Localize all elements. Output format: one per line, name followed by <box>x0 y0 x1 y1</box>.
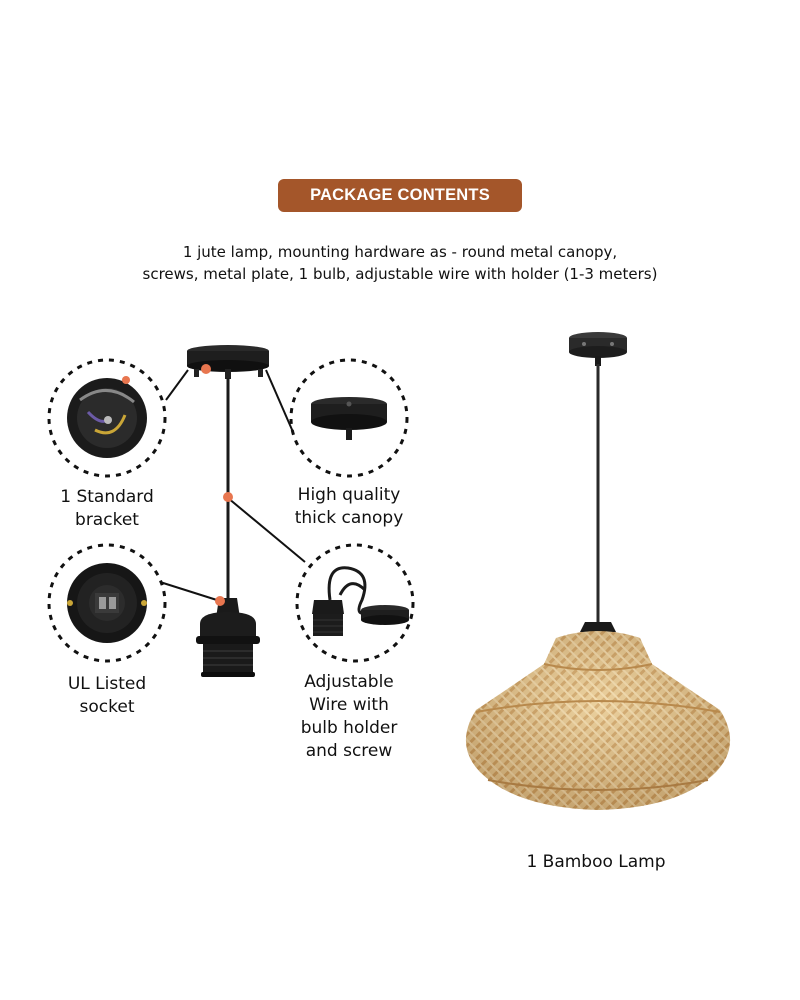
socket-label-line-2: socket <box>79 697 135 717</box>
canopy-icon <box>311 397 387 440</box>
bracket-label-line-2: bracket <box>75 510 139 530</box>
connector-wire <box>227 497 306 563</box>
pendant-kit-icon <box>187 345 269 677</box>
connector-bracket <box>165 369 189 401</box>
bracket-label: 1 Standard bracket <box>37 486 177 532</box>
wire-circle <box>295 543 415 663</box>
bamboo-lamp-image <box>465 332 731 810</box>
canopy-label-line-1: High quality <box>297 485 401 505</box>
connector-dots <box>201 364 233 606</box>
wire-label-line-1: Adjustable <box>304 672 394 692</box>
bracket-circle <box>47 358 167 478</box>
connector-dot <box>223 492 233 502</box>
wire-label: Adjustable Wire with bulb holder and scr… <box>279 671 419 763</box>
description-line-1: 1 jute lamp, mounting hardware as - roun… <box>182 243 618 261</box>
lamp-caption: 1 Bamboo Lamp <box>526 852 666 872</box>
canopy-circle <box>289 358 409 478</box>
connector-canopy <box>265 369 294 433</box>
socket-label: UL Listed socket <box>37 673 177 719</box>
connector-dot <box>201 364 211 374</box>
canopy-label: High quality thick canopy <box>279 484 419 530</box>
package-description: 1 jute lamp, mounting hardware as - roun… <box>0 241 800 285</box>
package-contents-badge: PACKAGE CONTENTS <box>278 179 522 212</box>
description-line-2: screws, metal plate, 1 bulb, adjustable … <box>142 265 658 283</box>
wire-label-line-2: Wire with <box>309 695 389 715</box>
connector-lines <box>159 369 306 602</box>
bracket-label-line-1: 1 Standard <box>60 487 154 507</box>
wire-label-line-4: and screw <box>305 741 393 761</box>
wire-holder-icon <box>312 566 409 636</box>
socket-icon <box>67 563 147 643</box>
socket-circle <box>47 543 167 663</box>
canopy-label-line-2: thick canopy <box>294 508 404 528</box>
socket-label-line-1: UL Listed <box>67 674 147 694</box>
connector-socket <box>159 581 221 602</box>
wire-label-line-3: bulb holder <box>300 718 398 738</box>
connector-dot <box>215 596 225 606</box>
bracket-icon <box>67 376 147 458</box>
